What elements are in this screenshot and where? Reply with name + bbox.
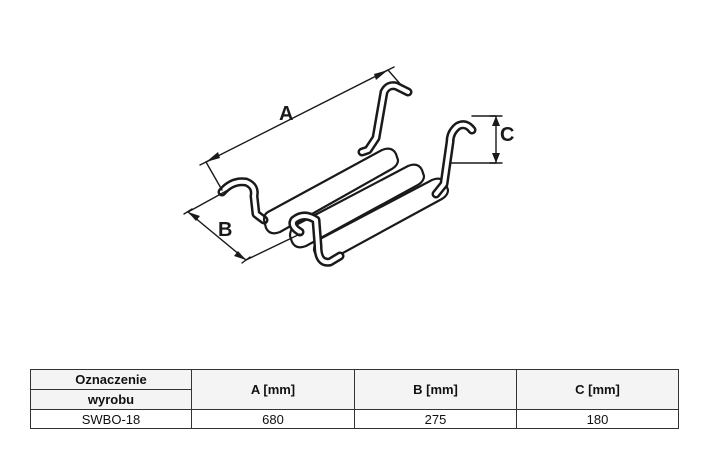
header-col-a: A [mm] bbox=[191, 369, 355, 410]
header-designation-line1: Oznaczenie bbox=[30, 369, 192, 390]
dimension-label-a: A bbox=[279, 103, 293, 125]
dimension-label-b: B bbox=[218, 219, 232, 241]
header-col-b: B [mm] bbox=[354, 369, 517, 410]
cell-c: 180 bbox=[516, 409, 679, 429]
cell-b: 275 bbox=[354, 409, 517, 429]
header-col-c: C [mm] bbox=[516, 369, 679, 410]
table-header-row-2: wyrobu bbox=[30, 389, 679, 410]
dimension-arrows bbox=[188, 70, 500, 260]
table-row: SWBO-18 680 275 180 bbox=[30, 409, 679, 429]
seat-slats bbox=[262, 147, 450, 263]
cell-designation: SWBO-18 bbox=[30, 409, 192, 429]
dimension-label-c: C bbox=[500, 124, 514, 146]
front-frame bbox=[288, 120, 477, 267]
cell-a: 680 bbox=[191, 409, 355, 429]
header-designation-line2: wyrobu bbox=[30, 389, 192, 410]
table-header-row: Oznaczenie A [mm] B [mm] C [mm] bbox=[30, 369, 679, 410]
back-frame bbox=[217, 81, 413, 225]
spec-table: Oznaczenie A [mm] B [mm] C [mm] wyrobu S… bbox=[30, 369, 679, 429]
